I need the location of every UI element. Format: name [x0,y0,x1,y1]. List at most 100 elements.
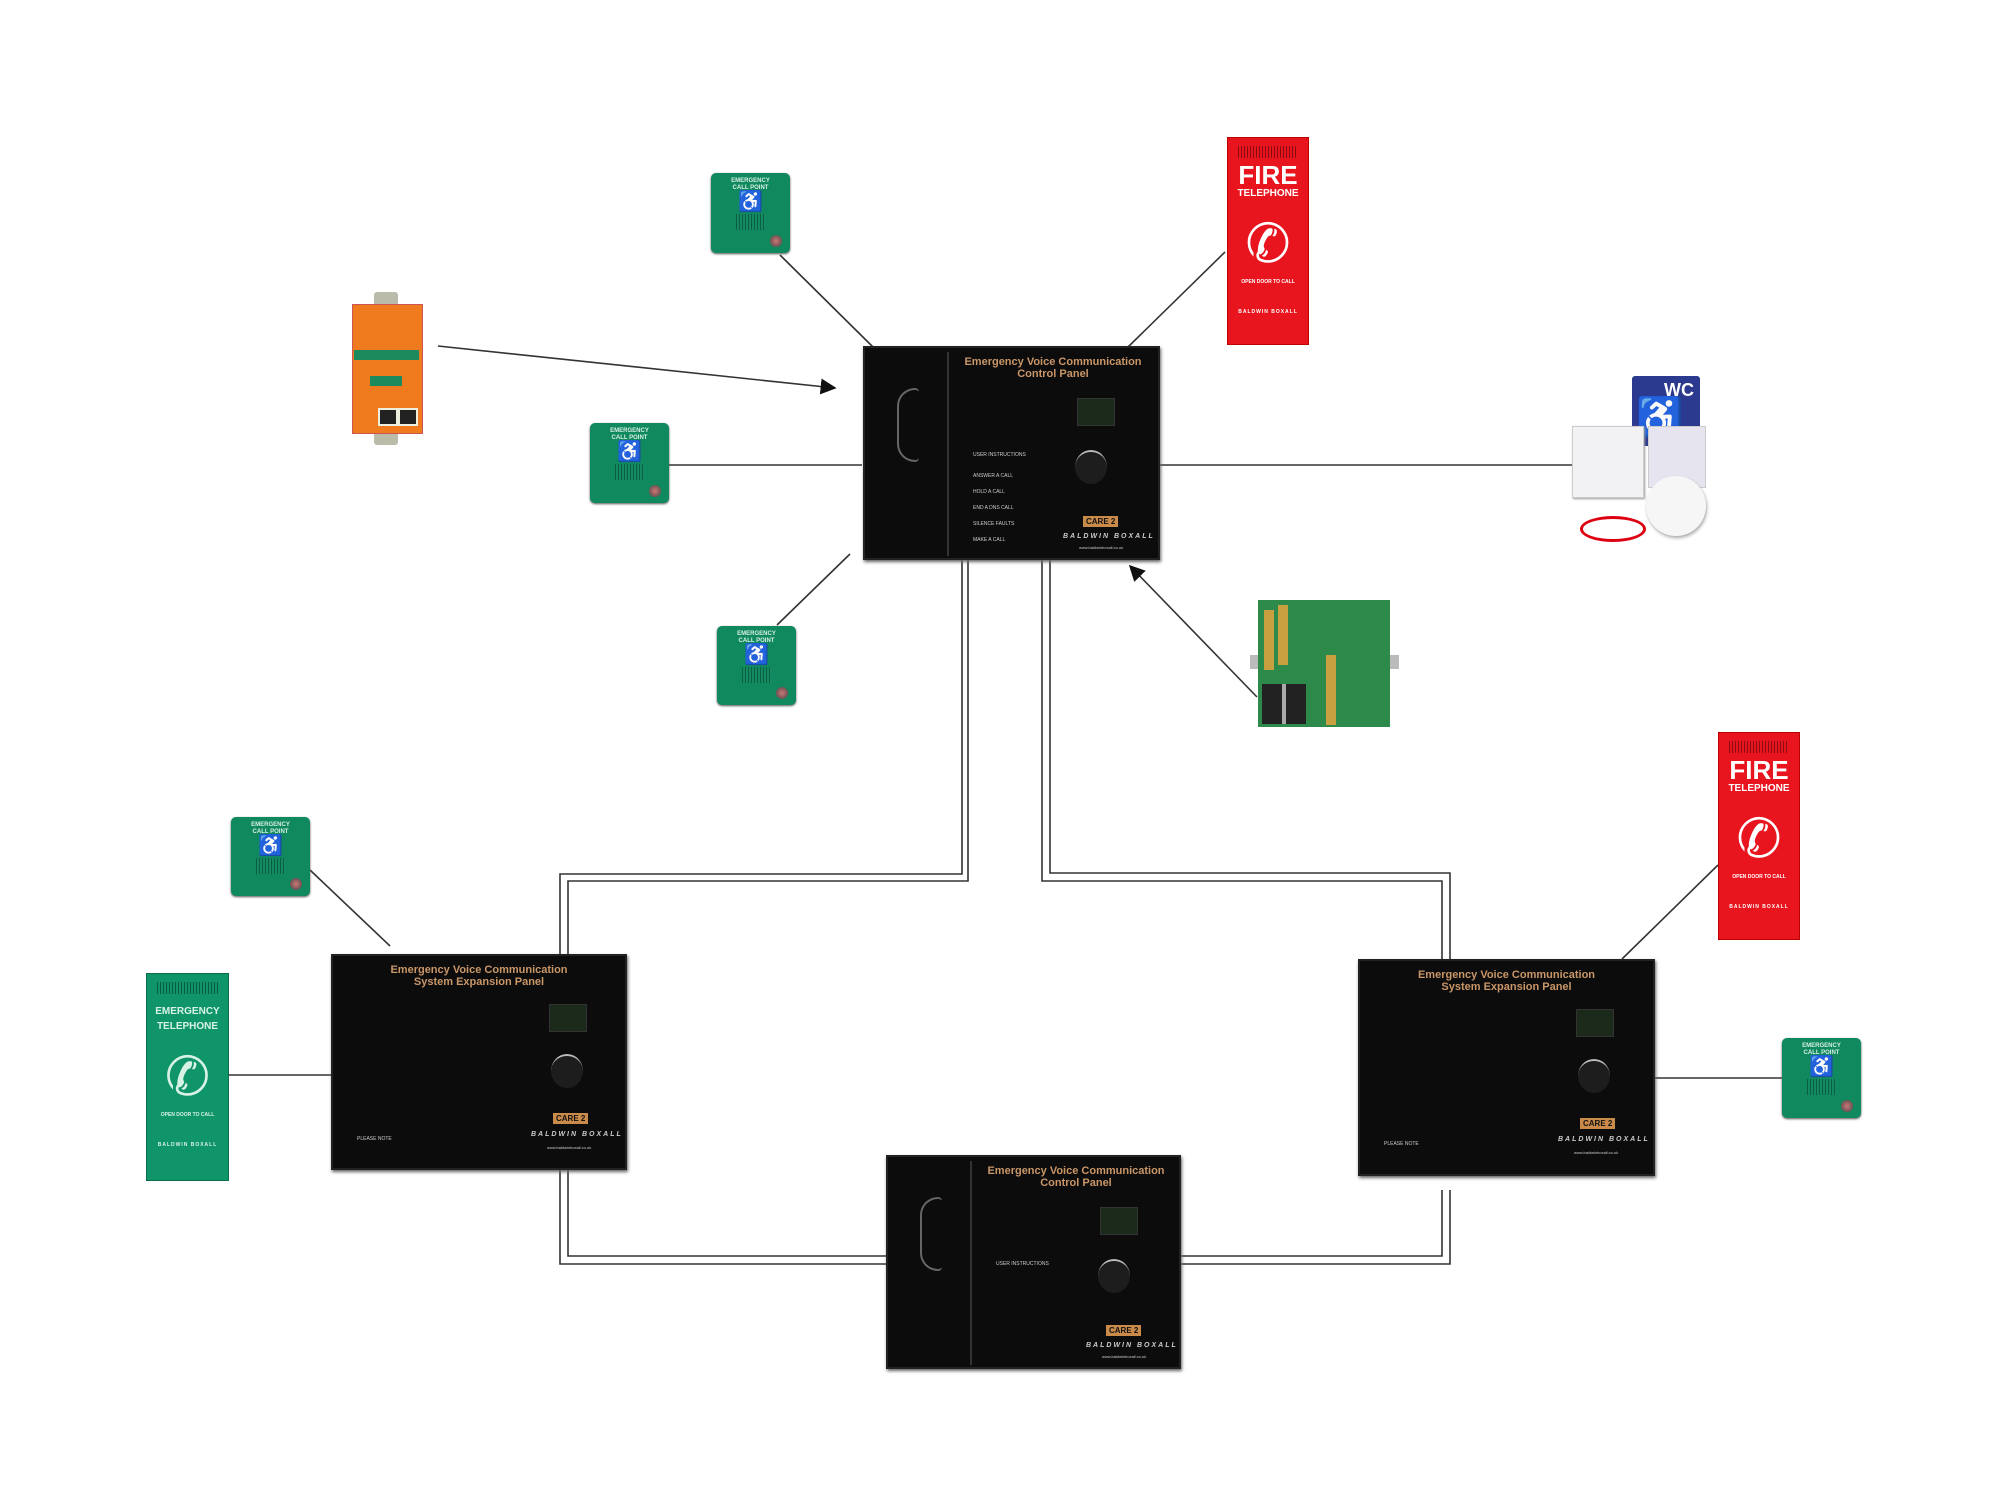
brand-label: BALDWIN BOXALL [1238,309,1298,315]
rotary-knob[interactable] [1098,1259,1130,1293]
call-point-line2: CALL POINT [252,829,289,835]
call-button[interactable] [1841,1100,1853,1112]
call-point-line2: CALL POINT [611,435,648,441]
panel-title-line1: Emergency Voice Communication [987,1165,1165,1177]
instruction-label: OPEN DOOR TO CALL [1241,279,1295,285]
fire-telephone-top: FIRE TELEPHONE ✆ OPEN DOOR TO CALL BALDW… [1227,137,1309,345]
care2-badge: CARE 2 [1083,516,1119,527]
handset-door [871,352,949,556]
url-label: www.baldwinboxall.co.uk [1102,1354,1147,1359]
rj45-port [378,408,398,426]
control-panel-secondary: Emergency Voice Communication Control Pa… [886,1155,1181,1369]
user-instructions-heading: USER INSTRUCTIONS [973,452,1026,458]
emergency-telephone: EMERGENCY TELEPHONE ✆ OPEN DOOR TO CALL … [146,973,229,1181]
user-instructions-heading: USER INSTRUCTIONS [996,1261,1049,1267]
wheelchair-icon: ♿ [738,191,763,213]
url-label: www.baldwinboxall.co.uk [547,1145,592,1150]
instruction-label: OPEN DOOR TO CALL [160,1112,215,1118]
panel-title-line2: Control Panel [1040,1177,1112,1189]
call-point-line2: CALL POINT [1803,1050,1840,1056]
expansion-panel-left: Emergency Voice Communication System Exp… [331,954,627,1170]
lcd-display [549,1004,587,1032]
panel-title-line1: Emergency Voice Communication [1417,969,1596,981]
green-interface-pcb [1250,600,1401,727]
rj45-port [398,408,418,426]
bus-bottom-left-b [567,1170,886,1257]
emergency-label: EMERGENCY [155,1006,220,1017]
wire-orange-pcb [437,345,837,395]
wheelchair-icon: ♿ [617,441,642,463]
disabled-toilet-alarm-kit: WC ♿ [1570,376,1718,558]
note-label: PLEASE NOTE [357,1136,392,1142]
handset-icon: ✆ [1736,809,1782,869]
care2-badge: CARE 2 [553,1113,589,1124]
wire-lower-call-point [776,553,851,626]
bus-bottom-right-a [1181,1190,1443,1257]
sounder [1646,476,1706,536]
fire-label: FIRE [1729,755,1789,785]
brand-label: BALDWIN BOXALL [1086,1342,1178,1349]
call-point-line1: EMERGENCY [1802,1043,1841,1049]
panel-title-line2: System Expansion Panel [413,976,545,988]
call-point-line1: EMERGENCY [731,178,770,184]
bus-right-b [1049,560,1451,959]
care2-badge: CARE 2 [1106,1325,1142,1336]
note-label: PLEASE NOTE [1384,1141,1419,1147]
instruction: END A DNS CALL [973,505,1014,511]
rotary-knob[interactable] [1578,1059,1610,1093]
call-point-line2: CALL POINT [738,638,775,644]
call-button[interactable] [290,878,302,890]
call-point-line2: CALL POINT [732,185,769,191]
pull-cord [1580,516,1646,542]
lcd-display [1077,398,1115,426]
brand-label: BALDWIN BOXALL [531,1131,623,1138]
call-point-line1: EMERGENCY [251,822,290,828]
brand-label: BALDWIN BOXALL [1063,533,1155,540]
handset-icon: ✆ [164,1047,211,1107]
url-label: www.baldwinboxall.co.uk [1079,545,1124,550]
telephone-label: TELEPHONE [156,1021,219,1032]
call-button[interactable] [776,687,788,699]
call-point-line1: EMERGENCY [610,428,649,434]
bus-right-a [1041,560,1443,959]
lcd-display [1100,1207,1138,1235]
bus-bottom-left-a [559,1170,886,1265]
handset-icon [897,388,919,462]
url-label: www.baldwinboxall.co.uk [1574,1150,1619,1155]
wheelchair-icon: ♿ [258,835,283,857]
wire-top-call-point [779,254,874,348]
brand-label: BALDWIN BOXALL [1729,904,1789,910]
rotary-knob[interactable] [1075,450,1107,484]
panel-title-line1: Emergency Voice Communication [964,356,1142,368]
care2-badge: CARE 2 [1580,1118,1616,1129]
bus-left-b [567,560,969,954]
instruction: HOLD A CALL [973,489,1005,495]
bus-left-a [559,560,963,954]
wire-left-call-point [309,869,391,947]
instruction: SILENCE FAULTS [973,521,1015,527]
call-button[interactable] [770,235,782,247]
call-point-line1: EMERGENCY [737,631,776,637]
panel-title-line2: Control Panel [1017,368,1089,380]
instruction: ANSWER A CALL [973,473,1014,479]
rotary-knob[interactable] [551,1054,583,1088]
call-button[interactable] [649,485,661,497]
wire-top-fire-telephone [1127,251,1226,348]
panel-title-line1: Emergency Voice Communication [390,964,568,976]
wire-right-fire-telephone [1621,864,1719,960]
wc-sign-text: WC [1664,380,1694,400]
wire-green-pcb [1128,564,1258,698]
telephone-label: TELEPHONE [1237,188,1299,199]
telephone-label: TELEPHONE [1728,783,1790,794]
handset-icon: ✆ [1245,214,1291,274]
expansion-panel-right: Emergency Voice Communication System Exp… [1358,959,1655,1176]
panel-title-line2: System Expansion Panel [1441,981,1572,993]
instruction: MAKE A CALL [973,537,1006,543]
